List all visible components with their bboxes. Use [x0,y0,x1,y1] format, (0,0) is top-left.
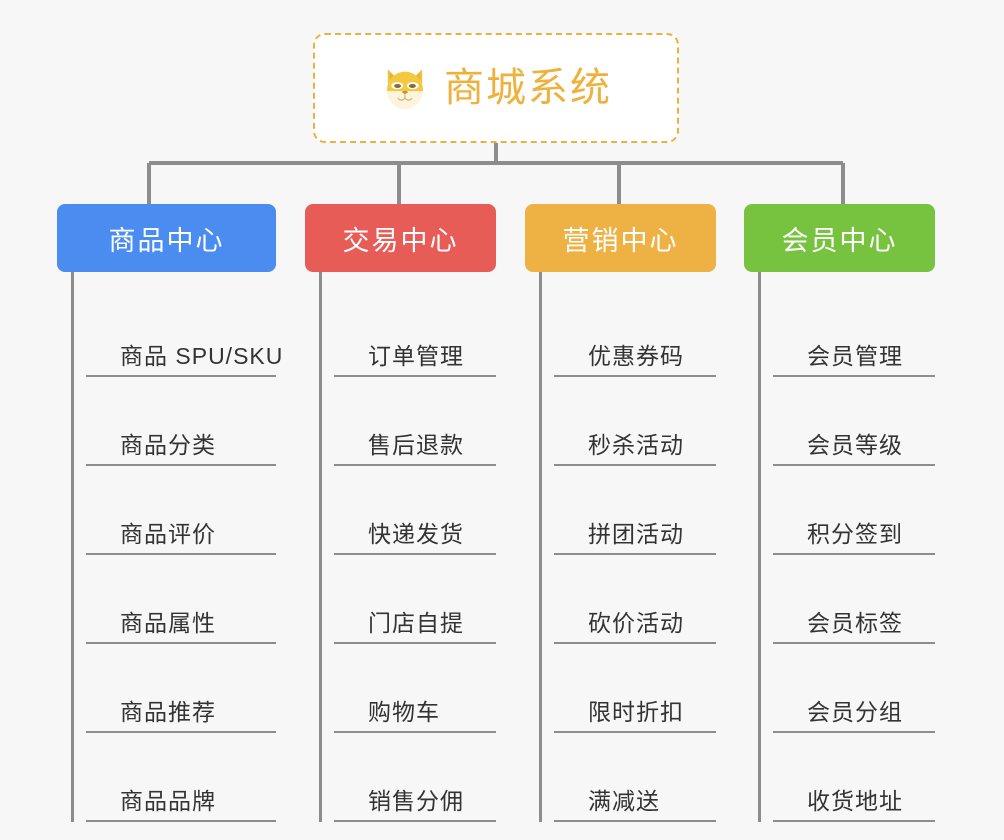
list-item[interactable]: 会员分组 [773,644,935,733]
leaf-label: 订单管理 [368,343,464,369]
leaf-label: 商品 SPU/SKU [120,343,284,369]
leaf-list-0: 商品 SPU/SKU 商品分类 商品评价 商品属性 商品推荐 商品品牌 [71,272,282,822]
leaf-list-1: 订单管理 售后退款 快递发货 门店自提 购物车 销售分佣 [319,272,496,822]
category-column-1: 交易中心 订单管理 售后退款 快递发货 门店自提 购物车 销售分佣 [305,204,496,822]
leaf-label: 优惠券码 [588,343,684,369]
list-item[interactable]: 快递发货 [334,466,496,555]
list-item[interactable]: 售后退款 [334,377,496,466]
list-item[interactable]: 商品推荐 [86,644,276,733]
category-label-3: 会员中心 [781,225,898,256]
leaf-label: 会员管理 [807,343,903,369]
list-item[interactable]: 收货地址 [773,733,935,822]
list-item[interactable]: 会员等级 [773,377,935,466]
leaf-label: 商品评价 [120,521,216,547]
list-item[interactable]: 砍价活动 [554,555,716,644]
list-item[interactable]: 商品评价 [86,466,276,555]
leaf-label: 门店自提 [368,610,464,636]
category-header-2[interactable]: 营销中心 [525,204,716,272]
leaf-label: 会员标签 [807,610,903,636]
leaf-label: 收货地址 [807,788,903,814]
list-item[interactable]: 限时折扣 [554,644,716,733]
leaf-label: 售后退款 [368,432,464,458]
list-item[interactable]: 门店自提 [334,555,496,644]
category-header-0[interactable]: 商品中心 [57,204,276,272]
leaf-label: 快递发货 [368,521,464,547]
category-column-3: 会员中心 会员管理 会员等级 积分签到 会员标签 会员分组 收货地址 [744,204,935,822]
category-label-2: 营销中心 [562,225,679,256]
list-item[interactable]: 商品分类 [86,377,276,466]
leaf-label: 商品分类 [120,432,216,458]
list-item[interactable]: 积分签到 [773,466,935,555]
category-column-2: 营销中心 优惠券码 秒杀活动 拼团活动 砍价活动 限时折扣 满减送 [525,204,716,822]
root-title: 商城系统 [444,66,612,110]
category-label-1: 交易中心 [342,225,459,256]
leaf-list-2: 优惠券码 秒杀活动 拼团活动 砍价活动 限时折扣 满减送 [539,272,716,822]
category-header-1[interactable]: 交易中心 [305,204,496,272]
leaf-label: 会员分组 [807,699,903,725]
list-item[interactable]: 会员管理 [773,288,935,377]
leaf-label: 会员等级 [807,432,903,458]
leaf-label: 商品品牌 [120,788,216,814]
leaf-label: 秒杀活动 [588,432,684,458]
list-item[interactable]: 商品品牌 [86,733,276,822]
category-columns: 商品中心 商品 SPU/SKU 商品分类 商品评价 商品属性 商品推荐 商品品牌… [0,204,1004,822]
list-item[interactable]: 商品属性 [86,555,276,644]
list-item[interactable]: 满减送 [554,733,716,822]
list-item[interactable]: 会员标签 [773,555,935,644]
list-item[interactable]: 商品 SPU/SKU [86,288,282,377]
leaf-label: 商品推荐 [120,699,216,725]
leaf-label: 积分签到 [807,521,903,547]
shiba-dog-face-icon [387,69,423,110]
leaf-label: 拼团活动 [588,521,684,547]
leaf-label: 砍价活动 [588,610,684,636]
leaf-label: 销售分佣 [368,788,464,814]
list-item[interactable]: 订单管理 [334,288,496,377]
leaf-label: 满减送 [588,788,660,814]
leaf-label: 限时折扣 [588,699,684,725]
root-node[interactable]: 商城系统 [313,33,679,143]
category-label-0: 商品中心 [108,225,225,256]
list-item[interactable]: 优惠券码 [554,288,716,377]
category-header-3[interactable]: 会员中心 [744,204,935,272]
leaf-label: 商品属性 [120,610,216,636]
category-column-0: 商品中心 商品 SPU/SKU 商品分类 商品评价 商品属性 商品推荐 商品品牌 [57,204,282,822]
leaf-label: 购物车 [368,699,440,725]
list-item[interactable]: 秒杀活动 [554,377,716,466]
leaf-list-3: 会员管理 会员等级 积分签到 会员标签 会员分组 收货地址 [758,272,935,822]
list-item[interactable]: 拼团活动 [554,466,716,555]
list-item[interactable]: 销售分佣 [334,733,496,822]
list-item[interactable]: 购物车 [334,644,496,733]
